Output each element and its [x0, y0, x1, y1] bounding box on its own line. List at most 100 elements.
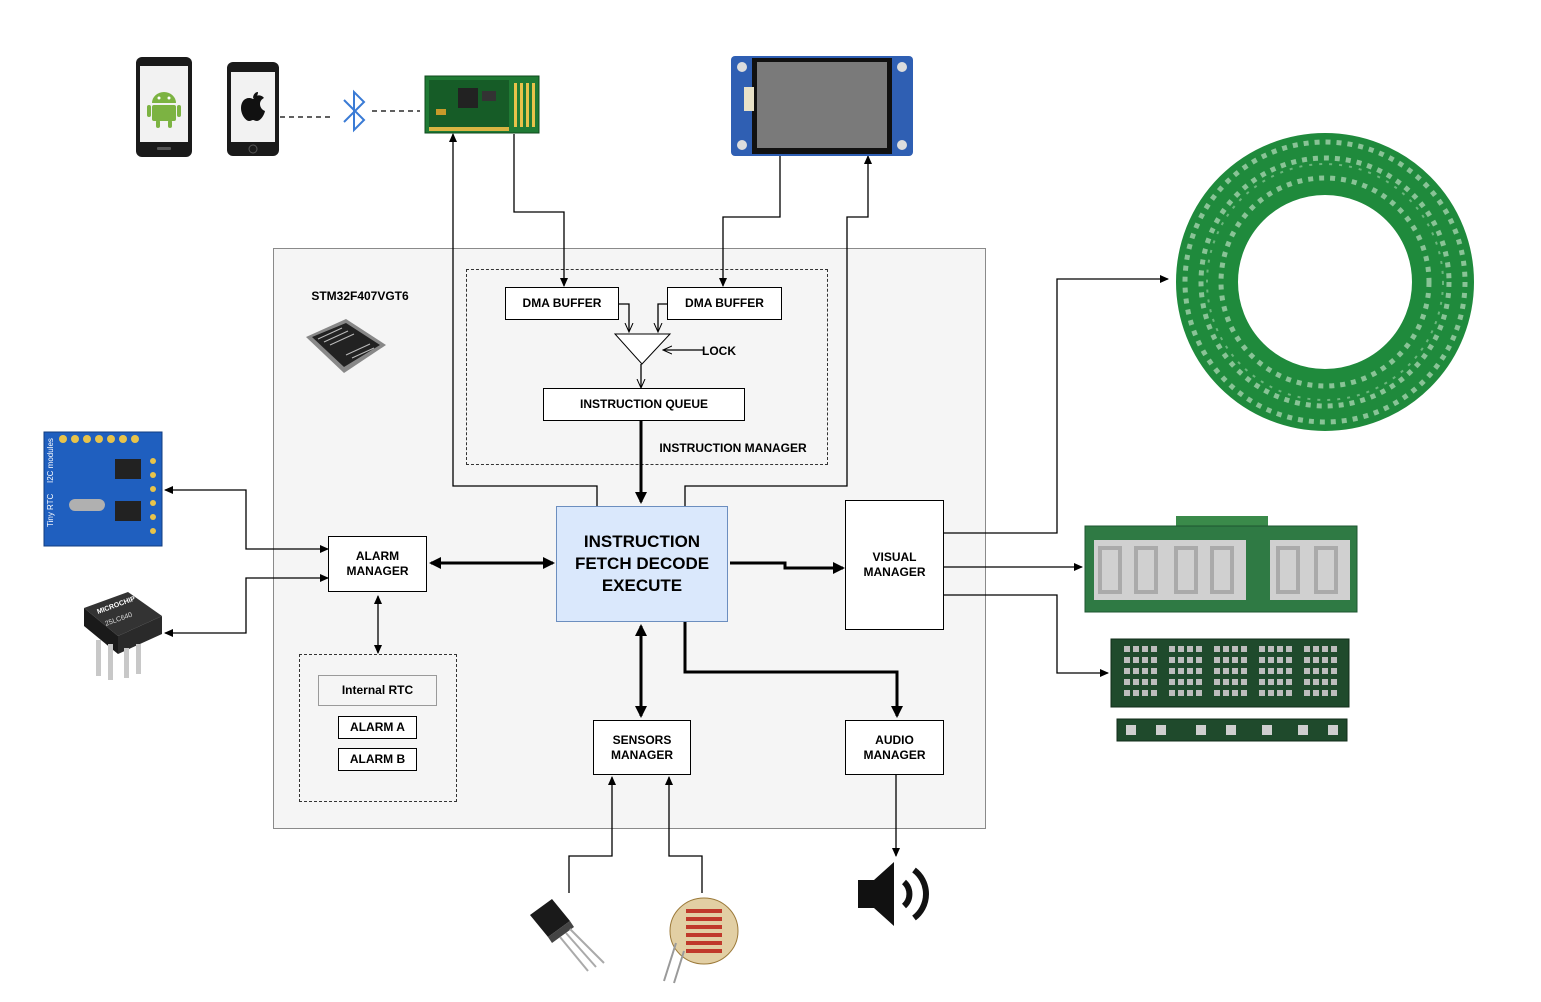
matrix-led [1187, 668, 1193, 674]
bt-to-dma1 [513, 134, 568, 287]
matrix-led [1331, 668, 1337, 674]
matrix-led [1304, 690, 1310, 696]
matrix-led [1223, 657, 1229, 663]
temperature-sensor-icon [530, 899, 605, 972]
matrix-led [1277, 646, 1283, 652]
dma2-to-mux [658, 303, 667, 331]
matrix-led [1232, 668, 1238, 674]
apple-phone-icon [227, 62, 279, 156]
matrix-led [1241, 657, 1247, 663]
matrix-led [1268, 646, 1274, 652]
matrix-led [1286, 646, 1292, 652]
matrix-led [1151, 679, 1157, 685]
matrix-led [1196, 657, 1202, 663]
alarm-b: ALARM B [338, 748, 417, 771]
mcu-chip-icon [306, 319, 386, 373]
matrix-led [1223, 690, 1229, 696]
matrix-led [1322, 668, 1328, 674]
matrix-led [1313, 679, 1319, 685]
led-strip-icon [1116, 718, 1348, 742]
matrix-led [1124, 646, 1130, 652]
bluetooth-icon [343, 89, 366, 133]
touch-display-icon [731, 56, 913, 156]
matrix-led [1124, 657, 1130, 663]
matrix-led [1187, 679, 1193, 685]
matrix-led [1169, 668, 1175, 674]
ldr-to-sensors [665, 776, 703, 893]
matrix-led [1268, 668, 1274, 674]
matrix-led [1169, 646, 1175, 652]
led-matrix-icon [1110, 638, 1350, 708]
matrix-led [1241, 668, 1247, 674]
matrix-led [1151, 690, 1157, 696]
matrix-led [1268, 657, 1274, 663]
matrix-led [1214, 646, 1220, 652]
matrix-led [1331, 657, 1337, 663]
matrix-led [1232, 657, 1238, 663]
matrix-led [1259, 668, 1265, 674]
matrix-led [1223, 668, 1229, 674]
matrix-led [1313, 668, 1319, 674]
internal-rtc: Internal RTC [318, 675, 437, 706]
matrix-led [1187, 657, 1193, 663]
matrix-led [1268, 690, 1274, 696]
matrix-led [1232, 646, 1238, 652]
alarm-to-eeprom [164, 574, 329, 637]
matrix-led [1304, 657, 1310, 663]
matrix-led [1331, 679, 1337, 685]
core-to-bt [449, 133, 598, 506]
matrix-led [1268, 679, 1274, 685]
matrix-led [1313, 690, 1319, 696]
matrix-led [1322, 657, 1328, 663]
matrix-led [1151, 668, 1157, 674]
matrix-led [1214, 690, 1220, 696]
matrix-led [1151, 657, 1157, 663]
alarm-to-rtc-module [164, 486, 329, 553]
lock-mux-triangle [613, 333, 672, 365]
visual-manager: VISUAL MANAGER [845, 500, 944, 630]
eeprom-chip-icon: MICROCHIP 25LC640 [84, 592, 162, 680]
rtc-region [299, 654, 457, 802]
matrix-led [1331, 646, 1337, 652]
sensors-manager-label: SENSORS MANAGER [611, 732, 673, 762]
seven-segment-display-icon [1084, 516, 1358, 613]
matrix-led [1142, 690, 1148, 696]
visual-to-led-matrix [944, 594, 1109, 677]
alarm-a: ALARM A [338, 716, 417, 739]
matrix-led [1169, 657, 1175, 663]
matrix-led [1304, 679, 1310, 685]
matrix-led [1277, 690, 1283, 696]
matrix-led [1277, 679, 1283, 685]
visual-manager-label: VISUAL MANAGER [863, 550, 926, 579]
matrix-led [1196, 668, 1202, 674]
sensors-manager: SENSORS MANAGER [593, 720, 691, 775]
photoresistor-icon [663, 897, 739, 984]
android-phone-icon [136, 57, 192, 157]
instruction-queue: INSTRUCTION QUEUE [543, 388, 745, 421]
matrix-led [1322, 679, 1328, 685]
dma-buffer-2: DMA BUFFER [667, 287, 782, 320]
matrix-led [1259, 646, 1265, 652]
matrix-led [1196, 646, 1202, 652]
core-to-display [684, 155, 872, 506]
matrix-led [1133, 657, 1139, 663]
matrix-led [1178, 690, 1184, 696]
matrix-led [1142, 668, 1148, 674]
matrix-led [1313, 657, 1319, 663]
matrix-led [1124, 668, 1130, 674]
matrix-led [1331, 690, 1337, 696]
matrix-led [1178, 679, 1184, 685]
core-label: INSTRUCTION FETCH DECODE EXECUTE [574, 532, 710, 595]
alarm-manager-label: ALARM MANAGER [346, 549, 409, 578]
matrix-led [1187, 646, 1193, 652]
matrix-led [1151, 646, 1157, 652]
matrix-led [1133, 679, 1139, 685]
matrix-led [1241, 690, 1247, 696]
matrix-led [1124, 679, 1130, 685]
matrix-led [1178, 657, 1184, 663]
matrix-led [1223, 646, 1229, 652]
matrix-led [1214, 657, 1220, 663]
matrix-led [1133, 690, 1139, 696]
rtc-module-icon: Tiny RTC I2C modules [43, 431, 163, 547]
